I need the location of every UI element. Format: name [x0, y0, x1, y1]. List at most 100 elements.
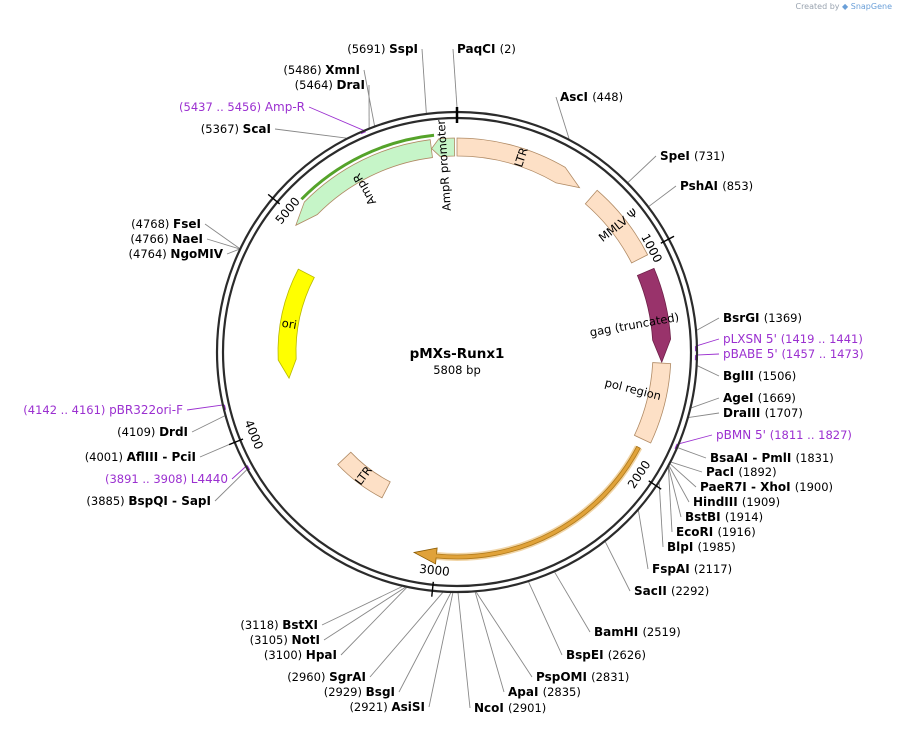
enzyme-name: AflIII - PciI: [127, 450, 196, 464]
feature-ltr[interactable]: LTR: [337, 451, 391, 499]
site-label-bstxi[interactable]: (3118) BstXI: [240, 618, 318, 632]
site-label-pbabe-5[interactable]: pBABE 5' (1457 .. 1473): [723, 347, 864, 361]
site-label-l4440[interactable]: (3891 .. 3908) L4440: [105, 472, 228, 486]
label-leader: [658, 483, 664, 548]
enzyme-name: PshAI: [680, 179, 722, 193]
site-position: (1457 .. 1473): [781, 347, 863, 361]
site-label-afliii-pcii[interactable]: (4001) AflIII - PciI: [85, 450, 196, 464]
site-label-text: (3885) BspQI - SapI: [86, 494, 211, 508]
site-position: (853): [722, 179, 753, 193]
site-label-scai[interactable]: (5367) ScaI: [201, 122, 271, 136]
site-label-asisi[interactable]: (2921) AsiSI: [349, 700, 425, 714]
enzyme-name: FspAI: [652, 562, 694, 576]
site-label-xmni[interactable]: (5486) XmnI: [283, 63, 360, 77]
feature-runx1-cds[interactable]: [412, 445, 643, 565]
site-label-ncoi[interactable]: NcoI (2901): [474, 701, 546, 715]
enzyme-name: HindIII: [693, 495, 742, 509]
enzyme-name: pBR322ori-F: [109, 403, 183, 417]
feature-ltr[interactable]: LTR: [456, 137, 581, 189]
site-position: (1985): [698, 540, 736, 554]
enzyme-name: AgeI: [723, 391, 758, 405]
site-label-amp-r[interactable]: (5437 .. 5456) Amp-R: [179, 100, 305, 114]
feature-pol-region[interactable]: pol region: [603, 362, 672, 444]
site-label-bsrgi[interactable]: BsrGI (1369): [723, 311, 802, 325]
site-label-plxsn-5[interactable]: pLXSN 5' (1419 .. 1441): [723, 332, 863, 346]
enzyme-name: HpaI: [306, 648, 337, 662]
site-label-apai[interactable]: ApaI (2835): [508, 685, 581, 699]
created-by-credit: Created by ◆ SnapGene: [795, 2, 892, 11]
label-leader: [340, 587, 407, 656]
site-position: (4766): [130, 232, 172, 246]
site-label-noti[interactable]: (3105) NotI: [250, 633, 320, 647]
site-label-drdi[interactable]: (4109) DrdI: [117, 425, 188, 439]
label-leader: [274, 128, 347, 139]
site-label-text: (2960) SgrAI: [287, 670, 366, 684]
enzyme-name: XmnI: [325, 63, 360, 77]
site-label-fspai[interactable]: FspAI (2117): [652, 562, 732, 576]
site-label-hindiii[interactable]: HindIII (1909): [693, 495, 780, 509]
feature-ampr[interactable]: AmpR: [295, 133, 435, 227]
site-label-bsgi[interactable]: (2929) BsgI: [324, 685, 395, 699]
label-leader: [554, 572, 591, 633]
site-label-pshai[interactable]: PshAI (853): [680, 179, 753, 193]
site-label-draiii[interactable]: DraIII (1707): [723, 406, 803, 420]
feature-ori[interactable]: ori: [277, 268, 315, 380]
site-label-asci[interactable]: AscI (448): [560, 90, 623, 104]
site-label-text: BlpI (1985): [667, 540, 736, 554]
site-label-text: BsaAI - PmlI (1831): [710, 451, 834, 465]
feature-gag-truncated[interactable]: gag (truncated): [589, 267, 680, 364]
enzyme-name: BsgI: [366, 685, 395, 699]
site-label-paci[interactable]: PacI (1892): [706, 465, 777, 479]
site-label-text: (5367) ScaI: [201, 122, 271, 136]
enzyme-name: DrdI: [159, 425, 188, 439]
site-position: (731): [694, 149, 725, 163]
tick-mark: [228, 438, 244, 446]
enzyme-name: BspQI - SapI: [128, 494, 211, 508]
site-label-bspqi-sapi[interactable]: (3885) BspQI - SapI: [86, 494, 211, 508]
enzyme-name: SacII: [634, 584, 671, 598]
site-label-paer7i-xhoi[interactable]: PaeR7I - XhoI (1900): [700, 480, 833, 494]
site-label-spei[interactable]: SpeI (731): [660, 149, 725, 163]
site-label-pbr322ori-f[interactable]: (4142 .. 4161) pBR322ori-F: [23, 403, 183, 417]
site-label-bsaai-pmli[interactable]: BsaAI - PmlI (1831): [710, 451, 834, 465]
feature-mmlv-psi[interactable]: MMLV Ψ: [584, 189, 649, 264]
label-leader: [688, 412, 720, 418]
site-label-fsei[interactable]: (4768) FseI: [131, 217, 201, 231]
feature-label: AmpR promoter: [434, 119, 454, 211]
site-label-bstbi[interactable]: BstBI (1914): [685, 510, 763, 524]
site-position: (3100): [264, 648, 306, 662]
site-label-ngomiv[interactable]: (4764) NgoMIV: [129, 247, 224, 261]
feature-shape: [337, 451, 391, 499]
enzyme-name: PspOMI: [536, 670, 591, 684]
feature-ampr-promoter[interactable]: AmpR promoter: [431, 119, 456, 212]
site-label-paqci[interactable]: PaqCI (2): [457, 42, 516, 56]
site-label-agei[interactable]: AgeI (1669): [723, 391, 796, 405]
site-label-bspei[interactable]: BspEI (2626): [566, 648, 646, 662]
site-label-naei[interactable]: (4766) NaeI: [130, 232, 203, 246]
feature-highlight: [435, 445, 643, 561]
site-label-blpi[interactable]: BlpI (1985): [667, 540, 736, 554]
label-leader: [604, 541, 631, 592]
enzyme-name: NotI: [292, 633, 321, 647]
enzyme-name: pBMN 5': [716, 428, 770, 442]
site-label-bamhi[interactable]: BamHI (2519): [594, 625, 681, 639]
site-label-pbmn-5[interactable]: pBMN 5' (1811 .. 1827): [716, 428, 852, 442]
site-label-sspi[interactable]: (5691) SspI: [347, 42, 418, 56]
site-label-ecori[interactable]: EcoRI (1916): [676, 525, 756, 539]
site-label-sacii[interactable]: SacII (2292): [634, 584, 709, 598]
site-label-bglii[interactable]: BglII (1506): [723, 369, 796, 383]
tick-mark: [267, 193, 281, 205]
label-leader: [186, 404, 224, 411]
site-label-hpai[interactable]: (3100) HpaI: [264, 648, 337, 662]
site-position: (2960): [287, 670, 329, 684]
site-label-drai[interactable]: (5464) DraI: [295, 78, 365, 92]
site-position: (1506): [758, 369, 796, 383]
site-label-sgrai[interactable]: (2960) SgrAI: [287, 670, 366, 684]
site-position: (2): [500, 42, 516, 56]
site-label-text: (2921) AsiSI: [349, 700, 425, 714]
site-label-text: SacII (2292): [634, 584, 709, 598]
site-label-text: pBMN 5' (1811 .. 1827): [716, 428, 852, 442]
site-label-pspomi[interactable]: PspOMI (2831): [536, 670, 629, 684]
site-position: (4001): [85, 450, 127, 464]
